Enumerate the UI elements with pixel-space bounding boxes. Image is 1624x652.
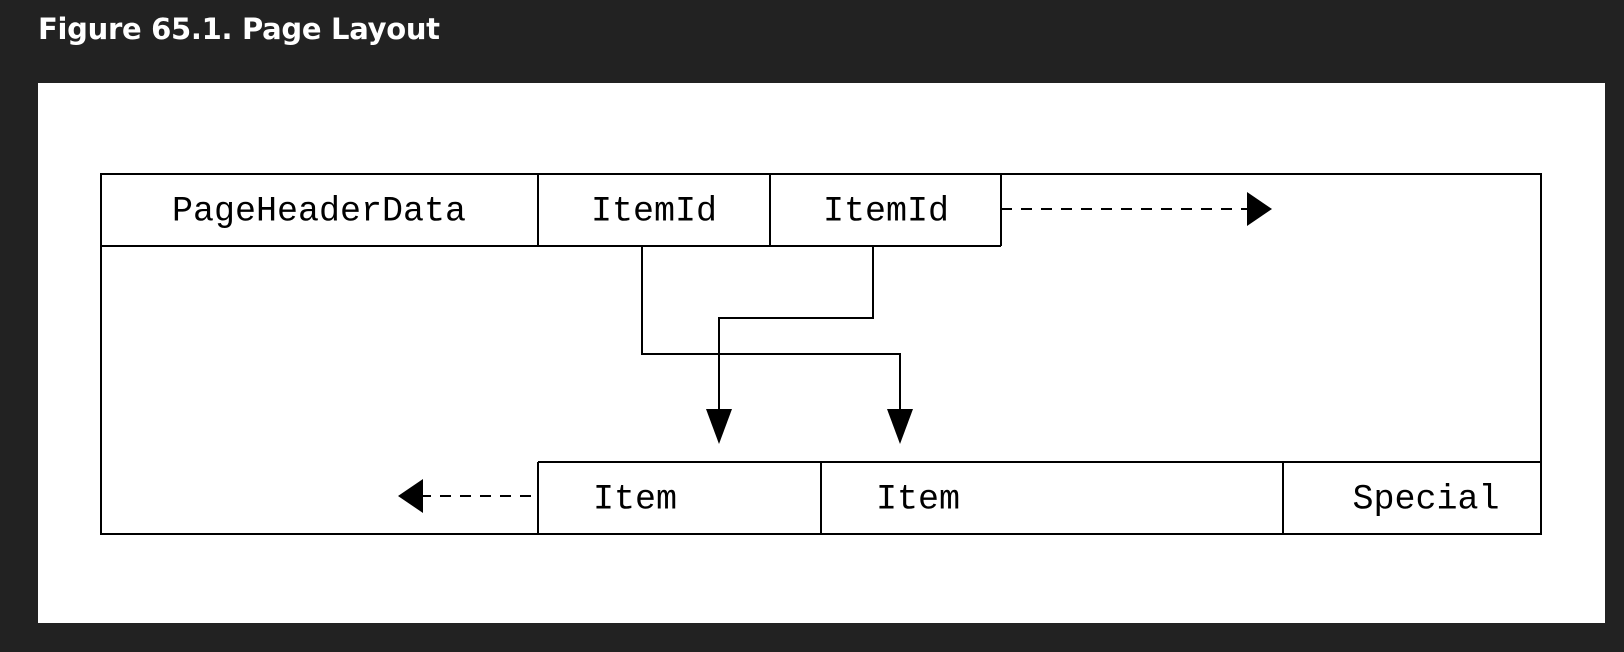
figure-title: Figure 65.1. Page Layout [38,12,440,46]
arrowhead-down-1 [706,409,732,444]
page-layout-diagram: PageHeaderData ItemId ItemId Item Item S… [100,173,1542,535]
item-label-2: Item [876,479,960,519]
item-id-label-2: ItemId [823,191,949,231]
page-header-data-label: PageHeaderData [172,191,466,231]
arrowhead-down-2 [887,409,913,444]
item-label-1: Item [593,479,677,519]
arrowhead-left [398,479,423,513]
pointer-line-1 [641,246,901,413]
figure-panel: PageHeaderData ItemId ItemId Item Item S… [38,83,1605,623]
item-id-label-1: ItemId [591,191,717,231]
arrowhead-right [1247,192,1272,226]
pointer-line-2 [718,246,874,413]
special-label: Special [1352,479,1499,519]
